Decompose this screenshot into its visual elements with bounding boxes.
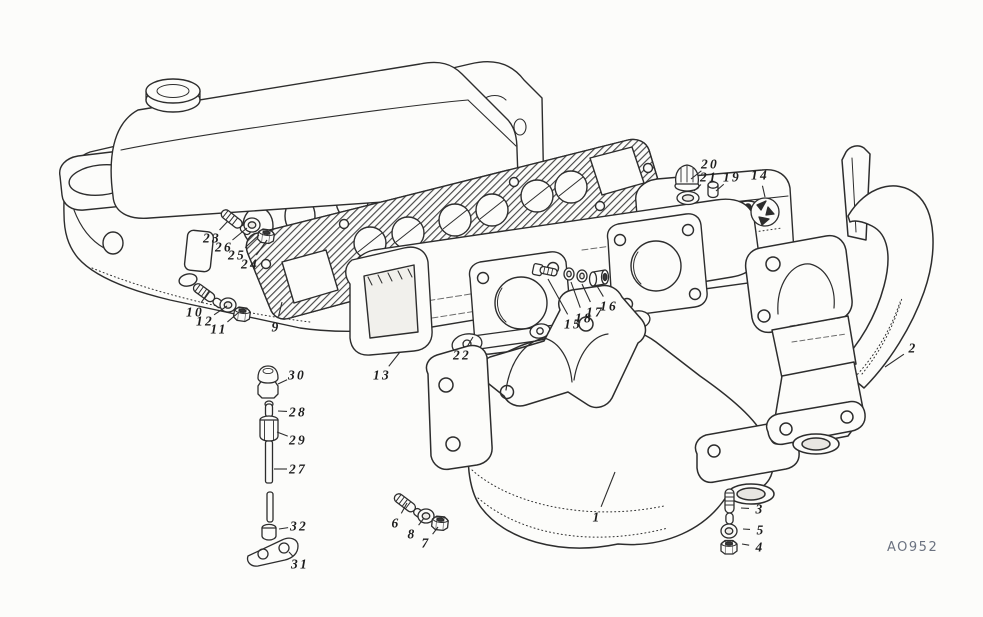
callout-label-29: 29 <box>288 433 307 448</box>
stud-3 <box>724 488 735 525</box>
washer-17 <box>576 269 588 283</box>
washer-26 <box>243 217 261 233</box>
union-nut-29 <box>259 415 279 442</box>
callout-label-18: 18 <box>575 311 593 326</box>
fasteners-and-fittings <box>191 164 780 567</box>
callout-label-16: 16 <box>600 299 618 314</box>
callout-label-30: 30 <box>287 368 306 383</box>
callout-label-6: 6 <box>392 516 401 531</box>
callout-layer: 1234567891011121314151617181920212223242… <box>186 157 918 572</box>
callout-label-9: 9 <box>272 320 281 335</box>
leader-line-12 <box>213 305 228 316</box>
callout-label-2: 2 <box>908 341 918 356</box>
callout-label-24: 24 <box>240 257 259 272</box>
nut-19 <box>707 181 719 199</box>
cap-nut-30 <box>257 365 279 399</box>
leader-line-18 <box>570 281 581 308</box>
callout-label-28: 28 <box>288 405 307 420</box>
figure-reference-code: AO952 <box>887 540 938 555</box>
leader-line-6 <box>400 502 408 514</box>
callout-label-12: 12 <box>196 314 214 329</box>
callout-label-26: 26 <box>214 240 233 255</box>
callout-label-25: 25 <box>227 248 246 263</box>
callout-label-3: 3 <box>755 502 765 517</box>
plug-20 <box>674 164 700 192</box>
leader-line-19 <box>715 183 725 192</box>
nut-4 <box>720 539 738 555</box>
leader-line-32 <box>278 527 289 530</box>
leader-line-23 <box>219 220 229 231</box>
leader-line-11 <box>227 312 239 323</box>
callout-label-1: 1 <box>593 510 602 525</box>
bracket-plate-31 <box>246 537 299 567</box>
callout-label-19: 19 <box>723 170 741 185</box>
leader-line-16 <box>596 285 604 297</box>
leader-line-29 <box>276 431 288 437</box>
callout-label-11: 11 <box>210 322 227 337</box>
leader-line-22 <box>467 336 474 346</box>
plug-disc-14 <box>750 197 780 227</box>
callout-label-23: 23 <box>202 231 221 246</box>
pin-28 <box>264 400 274 418</box>
callout-label-15: 15 <box>564 317 582 332</box>
callout-label-22: 22 <box>452 348 471 363</box>
callout-label-32: 32 <box>289 519 308 534</box>
leader-line-9 <box>278 301 283 317</box>
callout-label-13: 13 <box>373 368 391 383</box>
leader-line-2 <box>884 353 905 368</box>
leader-line-21 <box>693 184 702 192</box>
leader-line-4 <box>741 543 750 546</box>
callout-label-31: 31 <box>290 557 309 572</box>
callout-label-20: 20 <box>700 157 719 172</box>
washer-21 <box>676 190 700 206</box>
rocker-cover-drawing <box>110 61 519 219</box>
nut-7 <box>430 515 450 532</box>
leader-line-31 <box>288 551 293 557</box>
leader-line-24 <box>255 239 268 256</box>
leader-line-7 <box>432 526 439 535</box>
leader-line-20 <box>690 170 702 180</box>
leader-line-26 <box>232 227 248 241</box>
leader-line-17 <box>581 283 591 303</box>
leader-line-10 <box>200 290 210 304</box>
leader-line-13 <box>388 351 401 367</box>
tap-bolt-15 <box>531 263 558 277</box>
union-16 <box>588 269 610 287</box>
callout-label-7: 7 <box>422 536 431 551</box>
leader-line-8 <box>418 517 425 526</box>
callout-label-14: 14 <box>751 168 769 183</box>
cap-32 <box>261 523 277 541</box>
exhaust-manifold-rear-drawing <box>744 145 934 455</box>
washer-12 <box>219 297 237 313</box>
callout-label-27: 27 <box>288 462 307 477</box>
callout-label-17: 17 <box>586 305 604 320</box>
leader-line-1 <box>600 471 616 507</box>
callout-label-10: 10 <box>186 305 204 320</box>
washer-18 <box>563 267 575 281</box>
leader-line-14 <box>761 185 766 198</box>
rod-27 <box>264 440 274 523</box>
callout-label-8: 8 <box>408 527 417 542</box>
washer-5 <box>720 523 738 539</box>
callout-label-4: 4 <box>755 540 765 555</box>
callout-label-5: 5 <box>757 523 766 538</box>
leader-line-15 <box>547 278 569 315</box>
leader-line-25 <box>244 234 260 249</box>
leader-line-30 <box>277 379 288 385</box>
callout-label-21: 21 <box>699 170 718 185</box>
